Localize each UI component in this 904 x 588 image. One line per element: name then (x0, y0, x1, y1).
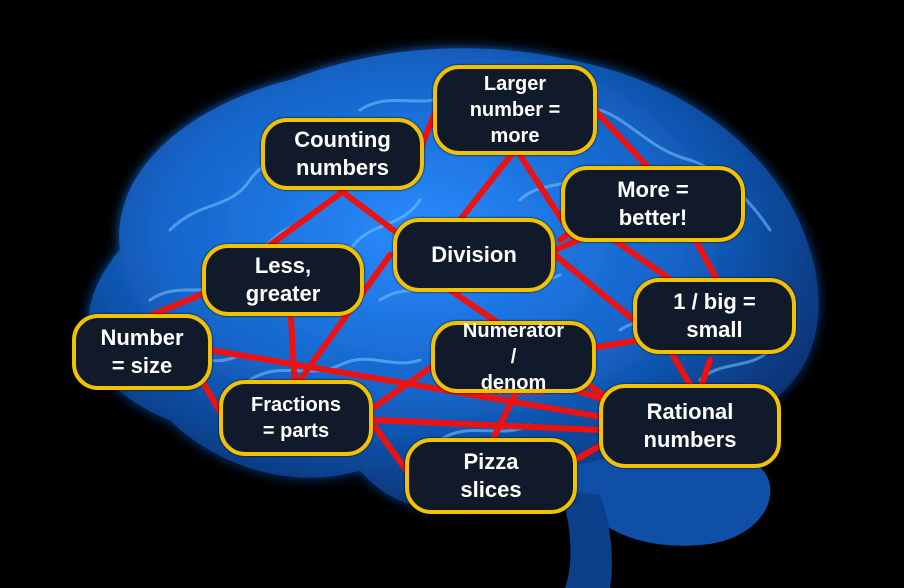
connector (457, 147, 518, 223)
node-numerator-denom: Numerator / denom (431, 320, 596, 394)
connector (207, 347, 623, 423)
node-more-better: More = better! (561, 166, 745, 242)
numerator-denom-line: / denom (480, 346, 547, 394)
connector (367, 417, 413, 478)
node-counting-numbers: Counting numbers (261, 118, 424, 190)
spellcheck-underline: denom (480, 372, 547, 394)
connector (667, 347, 693, 388)
brain-stem (560, 490, 612, 588)
node-rational-numbers: Rational numbers (599, 384, 781, 468)
connector (297, 252, 393, 383)
connector (552, 252, 643, 328)
connector (267, 187, 348, 248)
brain-cerebellum (560, 450, 771, 546)
node-division: Division (393, 218, 555, 292)
connector (372, 417, 603, 433)
node-number-size: Number = size (72, 314, 212, 390)
node-less-greater: Less, greater (202, 244, 364, 316)
node-fractions-parts: Fractions = parts (219, 380, 373, 456)
node-one-over-big-small: 1 / big = small (633, 278, 796, 354)
node-pizza-slices: Pizza slices (405, 438, 577, 514)
node-larger-number-more: Larger number = more (433, 65, 597, 155)
connector (487, 382, 523, 448)
